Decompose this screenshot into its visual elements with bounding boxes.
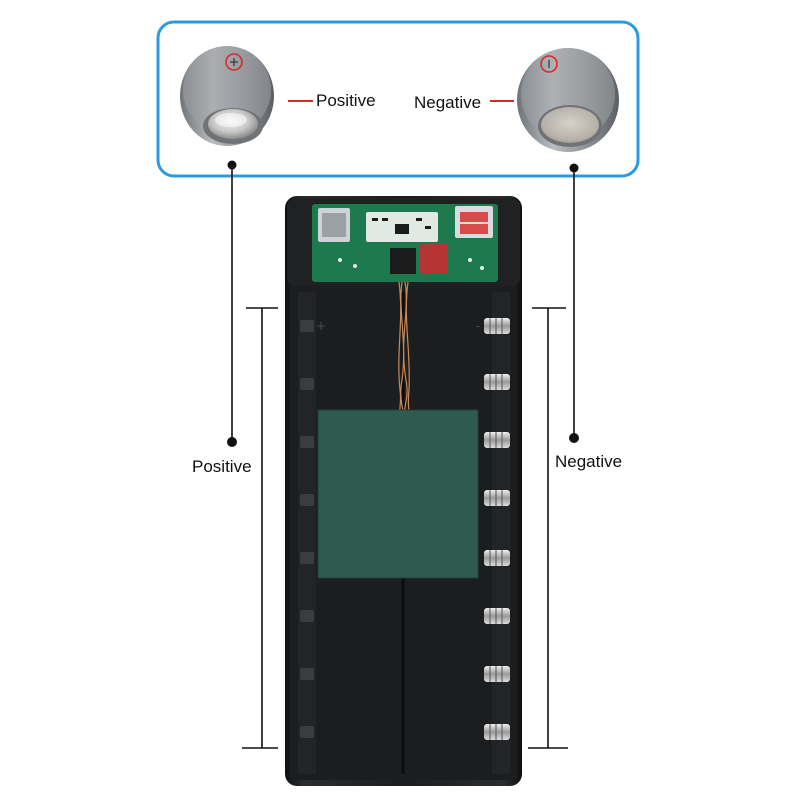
molded-minus-icon: - <box>476 319 480 333</box>
positive-side-bracket <box>242 307 278 749</box>
plus-mark-circle-icon <box>225 53 243 71</box>
battery-case: + - <box>285 196 522 786</box>
side-positive-label: Positive <box>192 457 252 476</box>
positive-terminal-cap-icon <box>180 46 274 146</box>
negative-springs <box>484 318 510 740</box>
negative-terminal-cap-icon <box>517 48 619 152</box>
callout-box <box>156 20 640 178</box>
positive-leader-line <box>227 160 237 447</box>
positive-contacts <box>300 320 314 738</box>
side-negative-label: Negative <box>555 452 623 471</box>
callout-negative-label: Negative <box>414 93 482 112</box>
circuit-board <box>312 204 498 282</box>
negative-leader-line <box>569 163 579 443</box>
callout-positive-label: Positive <box>316 91 376 110</box>
negative-side-bracket <box>528 307 568 749</box>
insulation-pad <box>318 410 478 578</box>
minus-mark-circle-icon <box>540 55 558 73</box>
molded-plus-icon: + <box>316 319 326 333</box>
